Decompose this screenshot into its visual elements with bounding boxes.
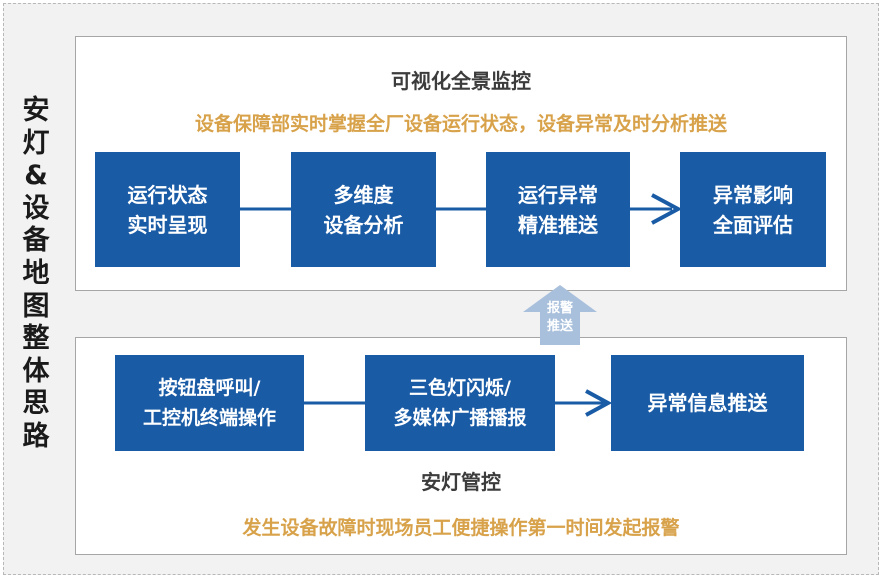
step-light-broadcast: 三色灯闪烁/ 多媒体广播播报 [365, 355, 555, 451]
monitoring-panel-subtitle: 设备保障部实时掌握全厂设备运行状态，设备异常及时分析推送 [194, 113, 727, 135]
step-multi-analysis: 多维度 设备分析 [291, 152, 436, 267]
step-impact-assessment: 异常影响 全面评估 [680, 152, 826, 267]
side-title-char: 整 [22, 323, 50, 355]
side-title-char: 备 [22, 225, 50, 257]
side-title-char: 安 [22, 95, 50, 126]
side-title-char: 思 [22, 388, 50, 420]
side-title-char: 地 [22, 257, 50, 289]
andon-panel-title: 安灯管控 [421, 470, 501, 494]
side-title-char: 设 [22, 192, 50, 224]
side-title: 安 灯 & 设 备 地 图 整 体 思 路 [16, 95, 56, 454]
side-title-char: & [24, 160, 48, 192]
step-anomaly-push: 运行异常 精准推送 [486, 152, 630, 267]
side-title-char: 路 [22, 420, 50, 452]
side-title-char: 图 [22, 290, 50, 322]
step-info-push: 异常信息推送 [611, 355, 804, 451]
andon-panel-subtitle: 发生设备故障时现场员工便捷操作第一时间发起报警 [242, 517, 680, 539]
side-title-char: 灯 [22, 127, 50, 159]
monitoring-panel-title: 可视化全景监控 [391, 69, 531, 93]
up-arrow-label: 报警 推送 [546, 301, 573, 334]
step-button-call: 按钮盘呼叫/ 工控机终端操作 [115, 355, 304, 451]
side-title-char: 体 [22, 355, 50, 387]
step-status-display: 运行状态 实时呈现 [95, 152, 240, 267]
